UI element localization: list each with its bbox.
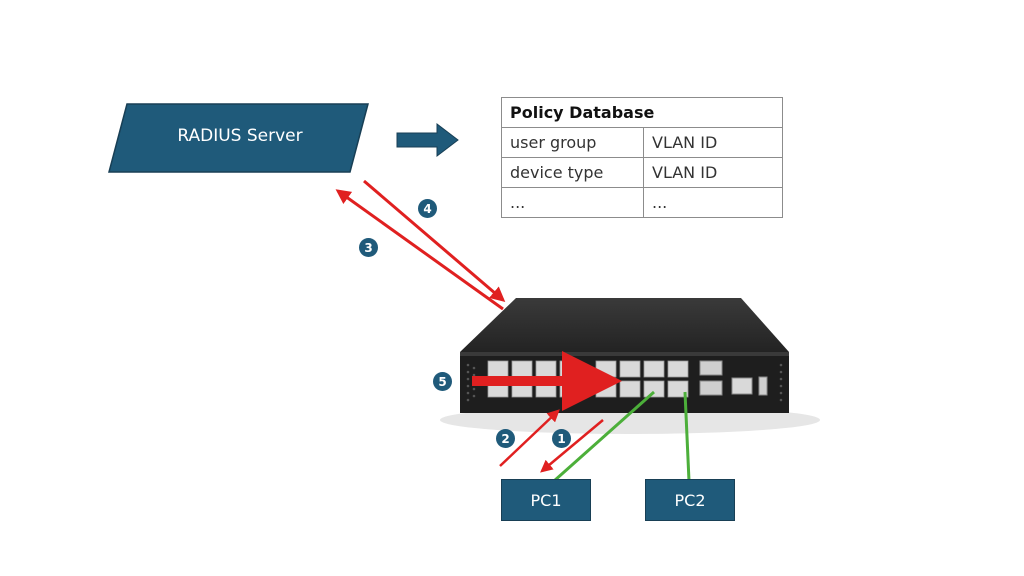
pc1-box: PC1 <box>501 479 591 521</box>
table-cell: VLAN ID <box>643 127 783 158</box>
policy-database-table: Policy Database user group VLAN ID devic… <box>501 97 783 218</box>
table-row: ... ... <box>501 187 783 218</box>
table-row: device type VLAN ID <box>501 157 783 188</box>
radius-server-shape <box>108 103 369 173</box>
table-cell: VLAN ID <box>643 157 783 188</box>
table-cell: ... <box>501 187 644 218</box>
link-pc1 <box>553 390 655 483</box>
link-pc2 <box>683 391 691 482</box>
step-badge-2: 2 <box>496 429 515 448</box>
arrow-step-1 <box>540 419 604 473</box>
pc1-label: PC1 <box>530 490 562 510</box>
step-badge-4: 4 <box>418 199 437 218</box>
arrow-step-3 <box>335 189 504 311</box>
table-cell: device type <box>501 157 644 188</box>
pc2-label: PC2 <box>674 490 706 510</box>
table-row: user group VLAN ID <box>501 127 783 158</box>
arrow-step-2 <box>499 409 560 467</box>
policy-table-title: Policy Database <box>501 97 783 128</box>
step-badge-1: 1 <box>552 429 571 448</box>
step-badge-3: 3 <box>359 238 378 257</box>
table-cell: ... <box>643 187 783 218</box>
pc2-box: PC2 <box>645 479 735 521</box>
arrow-right-icon <box>396 122 459 158</box>
step-badge-5: 5 <box>433 372 452 391</box>
radius-server-label: RADIUS Server <box>177 126 303 146</box>
table-cell: user group <box>501 127 644 158</box>
arrow-step-4 <box>363 179 506 302</box>
